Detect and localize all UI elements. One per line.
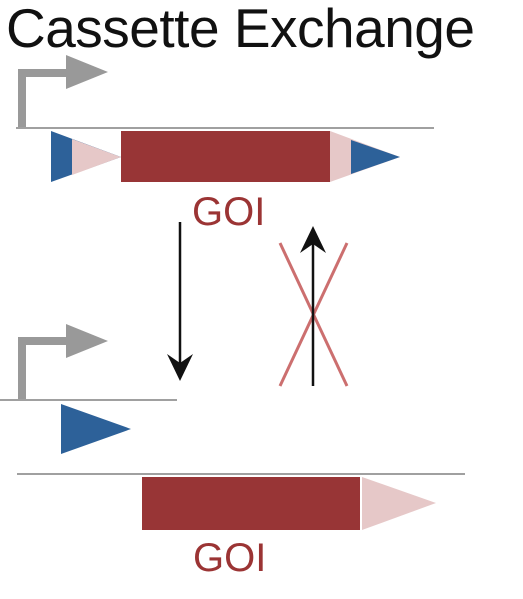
gene-block-top xyxy=(121,131,330,182)
diagram-title: Cassette Exchange xyxy=(6,0,475,59)
site-cassette-pink xyxy=(362,477,436,530)
gene-block-bottom xyxy=(142,477,360,530)
promoter-arrow-icon xyxy=(18,337,70,399)
promoter-arrow-icon xyxy=(18,69,70,128)
forward-reaction xyxy=(167,222,193,381)
goi-label-bottom: GOI xyxy=(193,536,267,580)
goi-label-top: GOI xyxy=(192,190,266,234)
site-right-blue xyxy=(351,140,400,174)
promoter-arrowhead xyxy=(66,55,108,89)
promoter-arrowhead xyxy=(66,324,108,358)
excised-cassette xyxy=(17,473,465,530)
down-arrow-icon xyxy=(167,354,193,381)
up-arrow-icon xyxy=(300,226,326,253)
reverse-reaction xyxy=(278,226,349,387)
site-locus-blue xyxy=(61,404,131,454)
acceptor-locus xyxy=(0,324,177,454)
top-construct xyxy=(16,55,434,182)
site-left-pink xyxy=(72,139,121,175)
